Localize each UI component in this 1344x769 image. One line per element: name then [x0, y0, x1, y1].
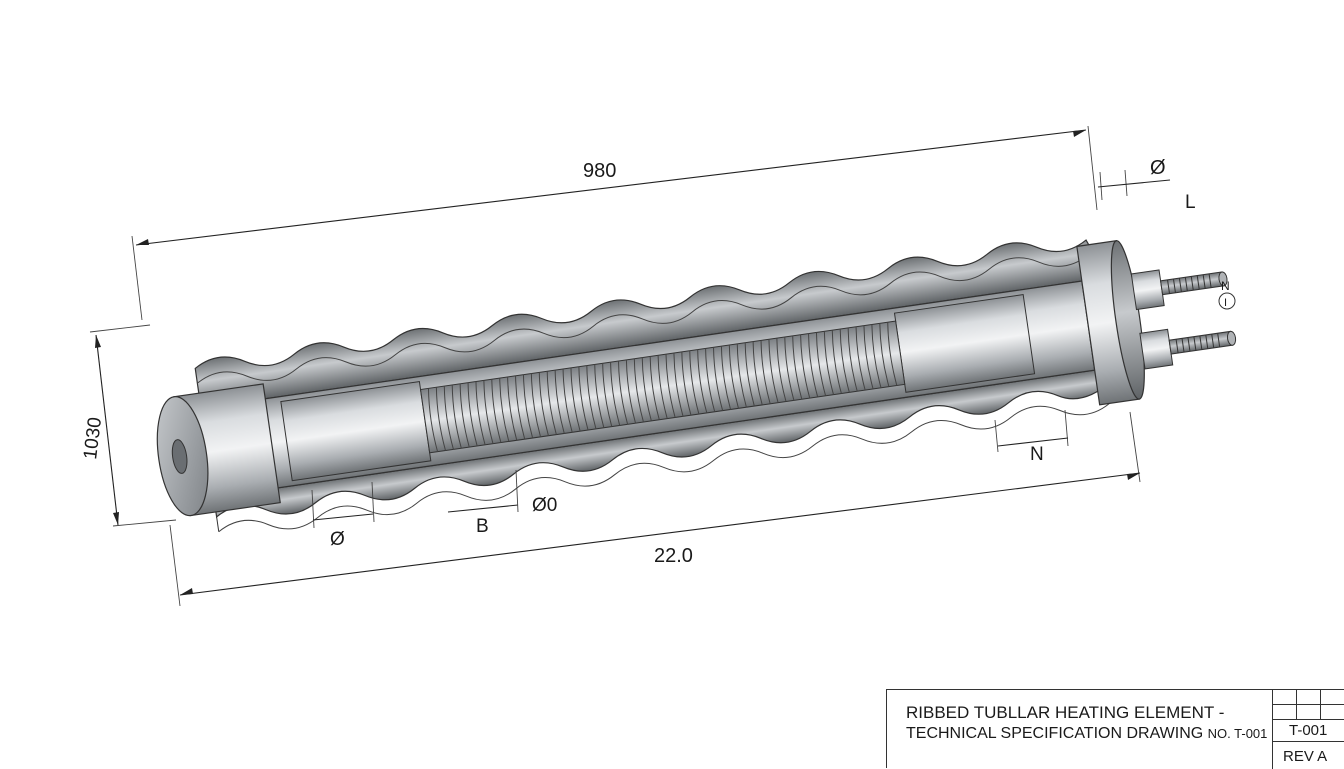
- grid-cell: [1321, 705, 1344, 720]
- center-hole: [171, 439, 188, 474]
- label-terminal-i: I: [1224, 297, 1227, 309]
- drawing-code: T-001: [1273, 720, 1344, 742]
- dim-overall-length: 980: [131, 125, 1098, 321]
- drawing-title-line1: RIBBED TUBLLAR HEATING ELEMENT -: [906, 703, 1225, 722]
- drawing-title-line2: TECHNICAL SPECIFICATION DRAWING NO. T-00…: [906, 725, 1267, 743]
- right-flange: [1076, 240, 1145, 406]
- grid-cell: [1297, 690, 1321, 705]
- grid-cell: [1273, 705, 1297, 720]
- grid-cell: [1297, 705, 1321, 720]
- label-rib-diameter: Ø: [330, 529, 345, 550]
- label-core-diameter: Ø0: [532, 495, 557, 516]
- label-end-diameter: Ø: [1150, 157, 1166, 179]
- element-body: [156, 239, 1237, 533]
- grid-cell: [1273, 690, 1297, 705]
- terminal-top: [1130, 269, 1228, 311]
- left-end-cap: [156, 383, 281, 517]
- drawing-number: NO. T-001: [1207, 726, 1268, 741]
- ribbed-shell-top: [194, 239, 1103, 409]
- label-rib-pitch: N: [1030, 444, 1044, 465]
- heating-coil: [419, 320, 906, 454]
- label-terminal-n: N: [1221, 279, 1230, 293]
- label-height: 1030: [80, 416, 106, 461]
- label-terminal-length: L: [1185, 192, 1196, 213]
- dim-bottom-length: 22.0: [169, 411, 1141, 607]
- terminal-mark: N I: [1218, 279, 1236, 310]
- dim-end-diameter: Ø L: [1097, 157, 1196, 213]
- dim-b: B Ø0: [447, 469, 557, 537]
- revision-label: REV A: [1283, 748, 1328, 765]
- dim-height: 1030: [80, 324, 177, 527]
- ribbed-shell-bottom: [213, 366, 1117, 533]
- terminal-bottom: [1139, 328, 1237, 370]
- label-overall-length: 980: [583, 160, 616, 182]
- dim-rib-pitch: N: [994, 409, 1069, 465]
- grid-cell: [1321, 690, 1344, 705]
- drawing-title-line2-text: TECHNICAL SPECIFICATION DRAWING: [906, 725, 1204, 742]
- title-block: RIBBED TUBLLAR HEATING ELEMENT - TECHNIC…: [886, 689, 1344, 769]
- label-bottom-length: 22.0: [654, 545, 693, 567]
- title-block-grid: [1273, 690, 1344, 769]
- dim-rib-diameter: Ø: [311, 481, 375, 550]
- title-block-main: RIBBED TUBLLAR HEATING ELEMENT - TECHNIC…: [887, 690, 1273, 769]
- label-b: B: [476, 516, 489, 537]
